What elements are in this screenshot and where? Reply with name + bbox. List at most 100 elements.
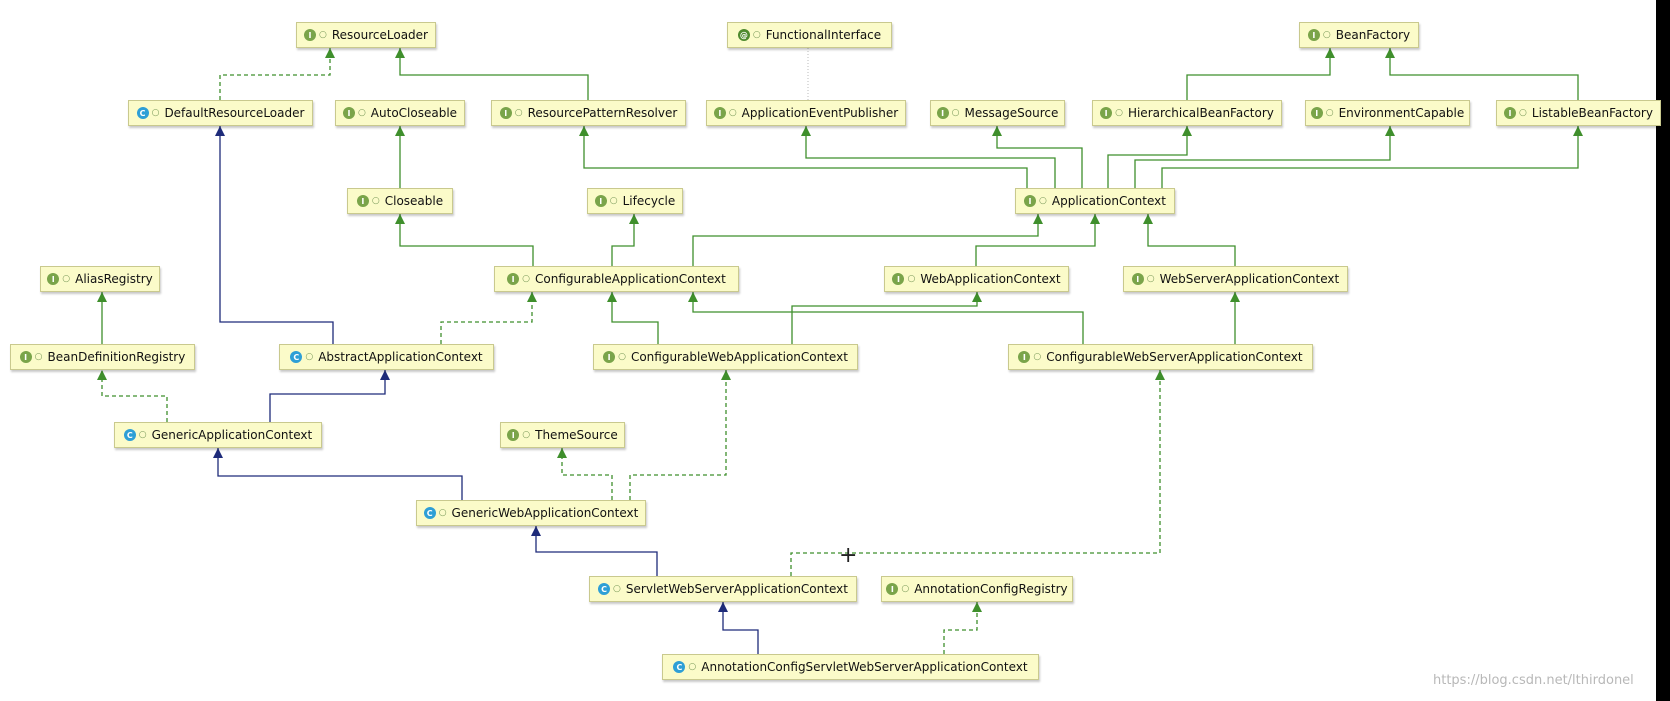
edge-extends-interface [692, 214, 1043, 266]
node-configurable-application-context[interactable]: I○ConfigurableApplicationContext [494, 266, 739, 292]
edge-line [692, 214, 1039, 266]
class-badge-icon: C [673, 661, 686, 673]
edge-extends-interface [992, 126, 1083, 188]
interface-badge-icon: I [304, 29, 316, 41]
annotation-badge-icon: @ [737, 29, 750, 41]
edge-implements [790, 370, 1165, 576]
node-resource-loader[interactable]: I○ ResourceLoader [296, 22, 436, 48]
arrowhead-icon [1143, 214, 1153, 224]
arrowhead-icon [992, 126, 1002, 136]
edge-line [692, 292, 1084, 344]
arrowhead-icon [579, 126, 589, 136]
node-servlet-web-server-application-context[interactable]: C○ServletWebServerApplicationContext [589, 576, 857, 602]
visibility-icon: ○ [522, 274, 531, 284]
edge-extends-class [215, 126, 334, 344]
arrowhead-icon [1385, 126, 1395, 136]
node-label: MessageSource [964, 106, 1059, 120]
arrowhead-icon [1090, 214, 1100, 224]
edge-line [943, 602, 978, 654]
edge-line [791, 292, 978, 344]
node-label: ConfigurableWebApplicationContext [630, 350, 848, 364]
node-generic-application-context[interactable]: C○GenericApplicationContext [114, 422, 322, 448]
edge-line [629, 370, 727, 500]
arrowhead-icon [1230, 292, 1240, 302]
node-label: AnnotationConfigRegistry [914, 582, 1068, 596]
visibility-icon: ○ [319, 30, 327, 40]
edge-line [440, 292, 533, 344]
node-closeable[interactable]: I○Closeable [347, 188, 453, 214]
node-configurable-web-application-context[interactable]: I○ConfigurableWebApplicationContext [593, 344, 858, 370]
node-lifecycle[interactable]: I○Lifecycle [587, 188, 683, 214]
edge-line [1186, 48, 1331, 100]
edge-extends-interface [1107, 126, 1192, 188]
node-label: AliasRegistry [75, 272, 153, 286]
visibility-icon: ○ [752, 30, 761, 40]
node-hierarchical-bean-factory[interactable]: I○HierarchicalBeanFactory [1092, 100, 1282, 126]
visibility-icon: ○ [305, 352, 314, 362]
node-abstract-application-context[interactable]: C○ AbstractApplicationContext [279, 344, 494, 370]
edge-line [805, 126, 1056, 188]
node-theme-source[interactable]: I○ThemeSource [500, 422, 625, 448]
interface-badge-icon: I [19, 351, 32, 363]
node-label: EnvironmentCapable [1338, 106, 1465, 120]
edge-line [722, 602, 759, 654]
node-listable-bean-factory[interactable]: I○ListableBeanFactory [1496, 100, 1661, 126]
node-environment-capable[interactable]: I○ EnvironmentCapable [1305, 100, 1470, 126]
edge-extends-interface [1161, 126, 1583, 188]
arrowhead-icon [688, 292, 698, 302]
arrowhead-icon [1155, 370, 1165, 380]
node-label: ConfigurableApplicationContext [535, 272, 726, 286]
node-web-server-application-context[interactable]: I○WebServerApplicationContext [1123, 266, 1348, 292]
visibility-icon: ○ [138, 430, 147, 440]
arrowhead-icon [97, 370, 107, 380]
node-label: ThemeSource [535, 428, 618, 442]
node-label: ServletWebServerApplicationContext [625, 582, 848, 596]
node-bean-definition-registry[interactable]: I○BeanDefinitionRegistry [10, 344, 195, 370]
node-configurable-web-server-application-context[interactable]: I○ConfigurableWebServerApplicationContex… [1008, 344, 1313, 370]
visibility-icon: ○ [34, 352, 43, 362]
edge-implements [943, 602, 982, 654]
node-label: ResourceLoader [331, 28, 428, 42]
node-web-application-context[interactable]: I○WebApplicationContext [884, 266, 1069, 292]
node-label: Lifecycle [622, 194, 676, 208]
edge-line [101, 370, 168, 422]
node-functional-interface[interactable]: @○FunctionalInterface [727, 22, 892, 48]
node-label: AbstractApplicationContext [318, 350, 483, 364]
edge-extends-class [213, 448, 463, 500]
arrowhead-icon [1325, 48, 1335, 58]
class-badge-icon: C [423, 507, 436, 519]
node-label: AutoCloseable [370, 106, 458, 120]
node-auto-closeable[interactable]: I○AutoCloseable [335, 100, 465, 126]
arrowhead-icon [629, 214, 639, 224]
visibility-icon: ○ [609, 196, 618, 206]
edge-extends-interface [395, 126, 405, 188]
node-application-event-publisher[interactable]: I○ApplicationEventPublisher [706, 100, 906, 126]
node-resource-pattern-resolver[interactable]: I○ResourcePatternResolver [491, 100, 686, 126]
class-badge-icon: C [136, 107, 149, 119]
class-badge-icon: C [290, 351, 303, 363]
edge-extends-interface [97, 292, 107, 344]
visibility-icon: ○ [1325, 108, 1334, 118]
interface-badge-icon: I [1310, 107, 1323, 119]
visibility-icon: ○ [438, 508, 447, 518]
node-label: AnnotationConfigServletWebServerApplicat… [701, 660, 1028, 674]
node-label: ApplicationContext [1051, 194, 1166, 208]
edge-implements [557, 448, 613, 500]
node-annotation-config-registry[interactable]: I○AnnotationConfigRegistry [881, 576, 1073, 602]
visibility-icon: ○ [522, 430, 531, 440]
visibility-icon: ○ [728, 108, 737, 118]
node-annotation-config-servlet-web-server-application-context[interactable]: C○AnnotationConfigServletWebServerApplic… [662, 654, 1039, 680]
visibility-icon: ○ [62, 274, 71, 284]
edge-line [561, 448, 613, 500]
node-generic-web-application-context[interactable]: C○GenericWebApplicationContext [416, 500, 646, 526]
node-message-source[interactable]: I○MessageSource [930, 100, 1065, 126]
node-bean-factory[interactable]: I○BeanFactory [1299, 22, 1419, 48]
edge-extends-interface [607, 292, 659, 344]
interface-badge-icon: I [886, 583, 899, 595]
edge-line [996, 126, 1083, 188]
node-application-context[interactable]: I○ApplicationContext [1015, 188, 1175, 214]
node-default-resource-loader[interactable]: C○DefaultResourceLoader [128, 100, 313, 126]
arrowhead-icon [718, 602, 728, 612]
edge-line [1107, 126, 1188, 188]
node-alias-registry[interactable]: I○AliasRegistry [40, 266, 160, 292]
